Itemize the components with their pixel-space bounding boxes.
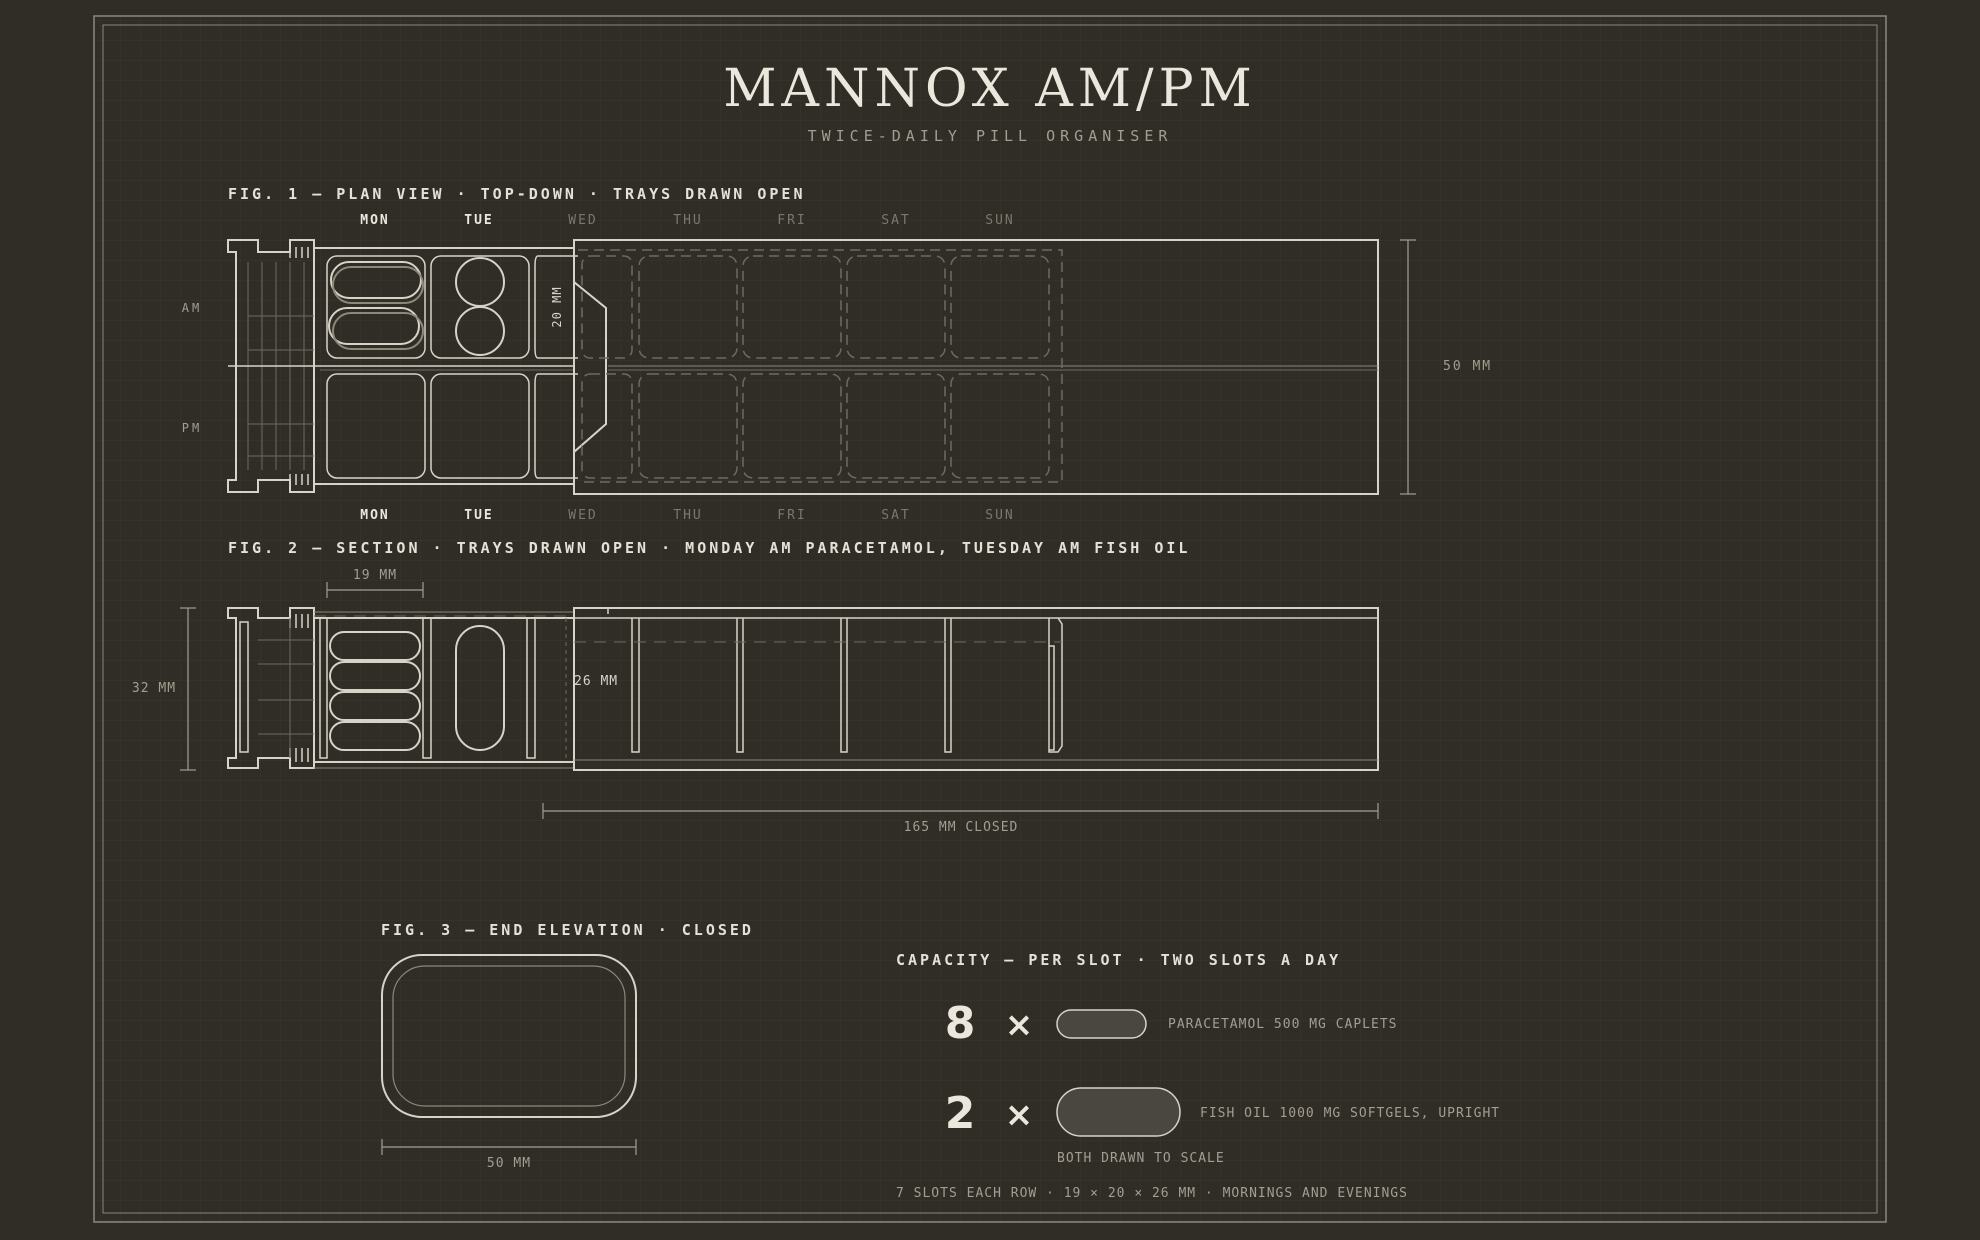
day-label-wed: WED — [568, 508, 597, 523]
capacity-panel: CAPACITY — PER SLOT · TWO SLOTS A DAY 8 … — [896, 951, 1500, 1201]
fig2-dim-depth-label: 26 MM — [574, 674, 618, 689]
fig3-dim-width-label: 50 MM — [487, 1156, 531, 1171]
row-label-pm: PM — [182, 421, 202, 435]
sheet-frame — [93, 15, 1887, 1223]
caplet-icon — [1056, 1009, 1147, 1039]
fig3-caption: FIG. 3 — END ELEVATION · CLOSED — [381, 921, 754, 939]
capacity-label-caplets: PARACETAMOL 500 MG CAPLETS — [1168, 1017, 1398, 1032]
capacity-footer: 7 SLOTS EACH ROW · 19 × 20 × 26 MM · MOR… — [896, 1186, 1408, 1201]
softgel-icon — [1056, 1087, 1181, 1137]
fig1-dim-height-label: 50 MM — [1443, 359, 1492, 374]
capacity-times-caplets: × — [1005, 1005, 1034, 1045]
day-label-wed: WED — [568, 213, 597, 228]
row-label-am: AM — [182, 301, 202, 315]
day-label-mon: MON — [360, 508, 389, 523]
day-label-mon: MON — [360, 213, 389, 228]
capacity-scale-note: BOTH DRAWN TO SCALE — [1057, 1151, 1225, 1166]
fig2-dim-length-label: 165 MM CLOSED — [904, 820, 1019, 835]
day-label-thu: THU — [673, 508, 702, 523]
day-label-thu: THU — [673, 213, 702, 228]
day-label-sat: SAT — [881, 508, 910, 523]
fig1-dim-slot-label: 20 MM — [550, 286, 564, 327]
fig2-caption: FIG. 2 — SECTION · TRAYS DRAWN OPEN · MO… — [228, 539, 1190, 557]
page-subtitle: TWICE-DAILY PILL ORGANISER — [808, 127, 1173, 145]
day-label-fri: FRI — [777, 508, 806, 523]
day-label-tue: TUE — [464, 508, 493, 523]
fig1-day-labels-top: MON TUE WED THU FRI SAT SUN — [360, 213, 1014, 228]
fig1-day-labels-bottom: MON TUE WED THU FRI SAT SUN — [360, 508, 1014, 523]
capacity-times-softgels: × — [1005, 1095, 1034, 1135]
fig2-dim-height-label: 32 MM — [132, 681, 176, 696]
capacity-title: CAPACITY — PER SLOT · TWO SLOTS A DAY — [896, 951, 1341, 969]
page-title: MANNOX AM/PM — [723, 59, 1257, 119]
fig2-section-drawing — [180, 582, 1379, 819]
fig1-plan-drawing — [227, 239, 1416, 495]
day-label-fri: FRI — [777, 213, 806, 228]
capacity-label-softgels: FISH OIL 1000 MG SOFTGELS, UPRIGHT — [1200, 1106, 1500, 1121]
day-label-tue: TUE — [464, 213, 493, 228]
fig1-caption: FIG. 1 — PLAN VIEW · TOP-DOWN · TRAYS DR… — [228, 185, 805, 203]
capacity-count-softgels: 2 — [945, 1088, 976, 1139]
fig3-end-elevation — [381, 954, 637, 1155]
day-label-sun: SUN — [985, 508, 1014, 523]
day-label-sun: SUN — [985, 213, 1014, 228]
capacity-count-caplets: 8 — [945, 998, 976, 1049]
fig2-dim-slot-label: 19 MM — [353, 568, 397, 583]
day-label-sat: SAT — [881, 213, 910, 228]
